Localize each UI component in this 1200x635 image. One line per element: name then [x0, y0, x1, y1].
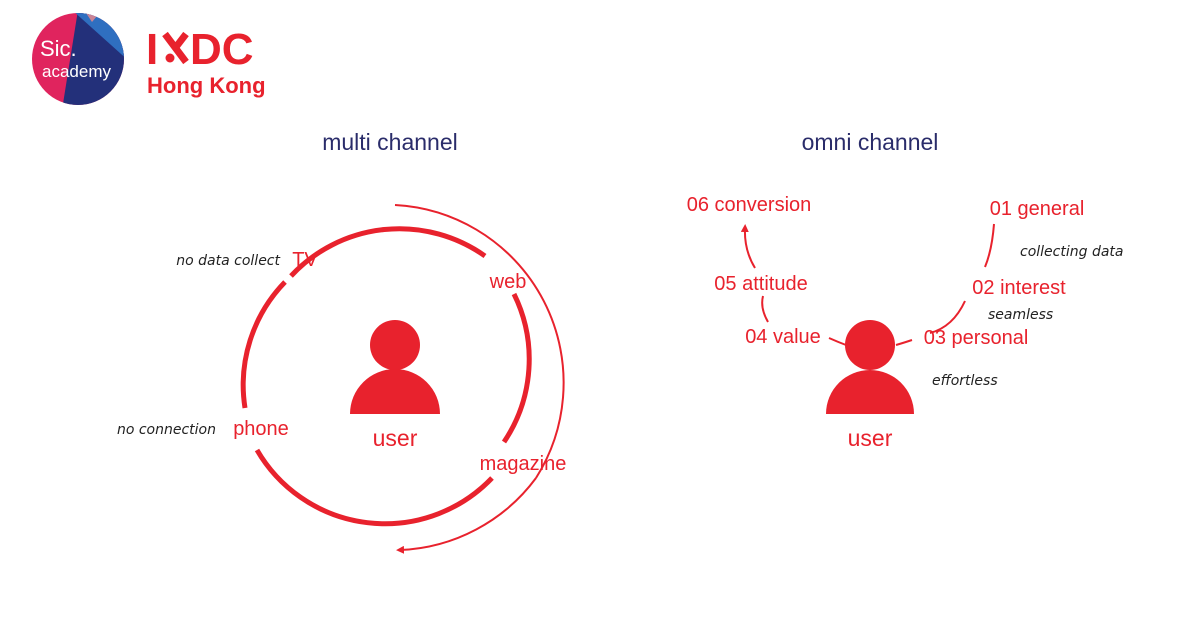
step-05-attitude: 05 attitude — [714, 273, 807, 295]
note-effortless: effortless — [932, 373, 998, 389]
channel-label-tv: TV — [292, 249, 318, 271]
ixdc-logo-letter-i: I — [146, 25, 158, 74]
multi-channel-diagram: multi channel user TV web phone magazine… — [117, 129, 567, 554]
note-collecting-data: collecting data — [1020, 244, 1123, 260]
ixdc-hong-kong-logo: I DC Hong Kong — [146, 25, 266, 98]
step-04-value: 04 value — [745, 326, 821, 348]
channel-ring-right-arc — [501, 292, 532, 444]
connector-05-06-arrow — [740, 224, 756, 269]
multi-channel-user-label: user — [373, 425, 418, 451]
connector-02-03 — [929, 300, 966, 334]
note-no-data-collect: no data collect — [176, 253, 280, 269]
outer-flow-arc — [394, 204, 565, 479]
channel-ring-bottom-arc — [254, 448, 494, 527]
channel-label-phone: phone — [233, 418, 289, 440]
ixdc-x-mark — [162, 31, 189, 65]
step-06-conversion: 06 conversion — [687, 194, 812, 216]
connector-03-user — [895, 339, 913, 346]
multi-channel-title: multi channel — [322, 129, 458, 155]
user-icon — [350, 320, 440, 414]
sic-logo-text: Sic. — [40, 36, 77, 61]
channel-ring-left-arc — [240, 280, 287, 409]
step-03-personal: 03 personal — [924, 327, 1029, 349]
step-01-general: 01 general — [990, 198, 1085, 220]
channel-label-web: web — [489, 271, 527, 293]
channel-ring-top-arc — [289, 226, 487, 278]
note-seamless: seamless — [988, 307, 1053, 323]
connector-user-04 — [828, 337, 847, 346]
sic-academy-logo: Sic. academy — [32, 13, 124, 105]
outer-flow-arrow — [396, 477, 537, 554]
connector-01-02 — [984, 223, 995, 268]
academy-logo-text: academy — [42, 62, 111, 81]
omni-channel-user-label: user — [848, 425, 893, 451]
note-no-connection: no connection — [117, 422, 216, 438]
omni-channel-title: omni channel — [802, 129, 939, 155]
omni-channel-diagram: omni channel user 01 general 02 interest… — [687, 129, 1124, 451]
hong-kong-logo-text: Hong Kong — [147, 73, 266, 98]
step-02-interest: 02 interest — [972, 277, 1066, 299]
connector-04-05 — [761, 295, 769, 323]
ixdc-logo-letters-dc: DC — [190, 25, 254, 74]
omni-user-icon — [826, 320, 914, 414]
channel-label-magazine: magazine — [480, 453, 567, 475]
